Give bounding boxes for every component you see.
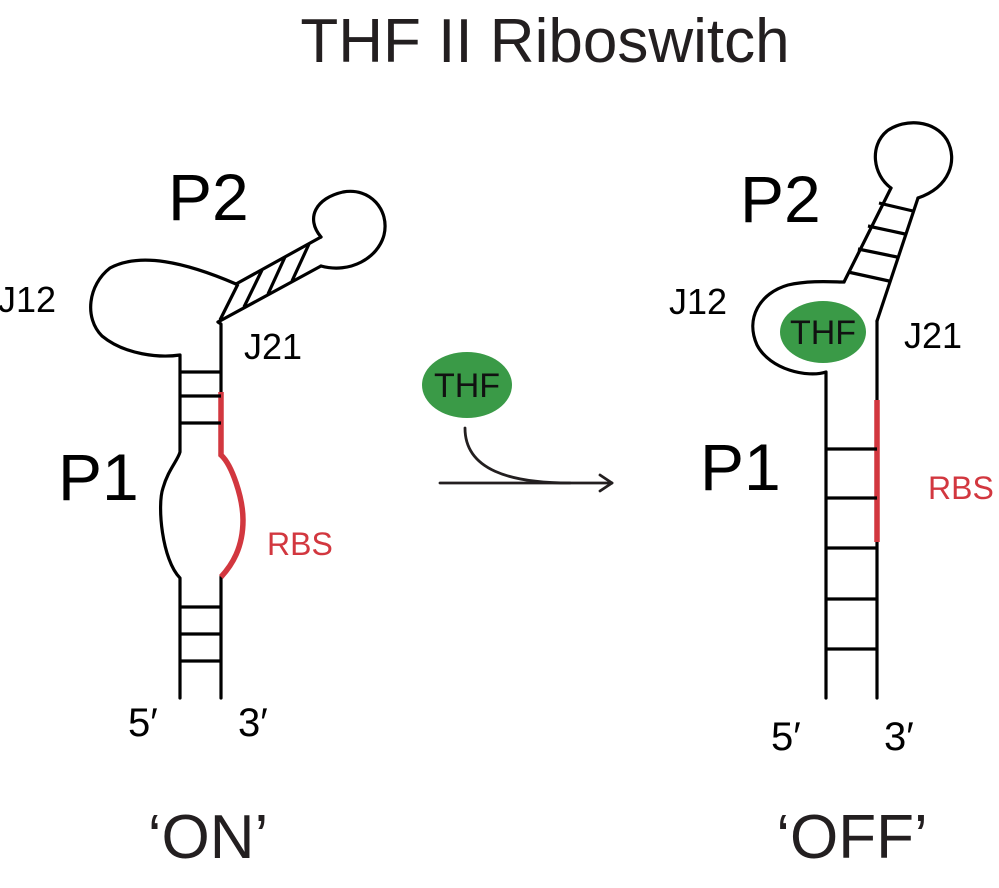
on-p2-strand-5	[234, 235, 323, 286]
off-p2-base-pair	[867, 224, 906, 236]
on-five-prime-label: 5′	[128, 701, 158, 745]
on-p2-base-pair	[218, 283, 240, 321]
off-p2-label: P2	[740, 162, 821, 236]
on-p2-loop	[312, 189, 387, 270]
off-five-prime-label: 5′	[771, 715, 801, 759]
free-thf-ligand	[422, 352, 512, 418]
diagram-title: THF II Riboswitch	[300, 7, 789, 76]
off-three-prime-label: 3′	[884, 715, 914, 759]
bound-thf-label: THF	[790, 314, 856, 352]
off-state-label: ‘OFF’	[776, 803, 928, 872]
on-p2-base-pair	[290, 243, 311, 282]
off-p2-strand-3	[875, 196, 920, 323]
on-j12-label: J12	[0, 279, 56, 320]
off-p2-loop	[873, 121, 954, 200]
off-p2-base-pair	[847, 270, 890, 283]
off-j21-label: J21	[904, 315, 962, 356]
off-five-prime-strand	[751, 280, 846, 700]
on-three-prime-label: 3′	[238, 701, 268, 745]
on-rbs-label: RBS	[267, 526, 333, 562]
ligand-binding-transition: THF	[422, 352, 614, 493]
off-p2-base-pair	[857, 247, 898, 259]
off-p1-label: P1	[700, 430, 781, 504]
on-five-prime-strand	[89, 258, 238, 700]
off-rbs-label: RBS	[928, 470, 994, 506]
on-j21-label: J21	[244, 326, 302, 367]
bound-thf-ligand	[780, 301, 866, 363]
arrow-head-icon	[598, 473, 614, 493]
off-p2-base-pair	[878, 201, 914, 213]
on-p2-base-pair	[266, 256, 287, 295]
on-p2-label: P2	[168, 160, 249, 234]
off-j12-label: J12	[669, 281, 727, 322]
off-p2-strand-5	[842, 186, 893, 284]
on-state-structure: P2 P1 J12 J21 RBS 5′ 3′	[0, 160, 387, 745]
on-p1-label: P1	[58, 440, 139, 514]
off-state-structure: THF P2 P1 J12 J21 RBS 5′ 3′	[669, 121, 994, 759]
on-state-label: ‘ON’	[148, 803, 269, 872]
on-three-prime-strand	[216, 320, 223, 700]
on-rbs-segment	[218, 392, 246, 579]
free-thf-label: THF	[434, 367, 500, 405]
on-p2-base-pair	[242, 269, 264, 308]
binding-curve	[463, 426, 572, 485]
